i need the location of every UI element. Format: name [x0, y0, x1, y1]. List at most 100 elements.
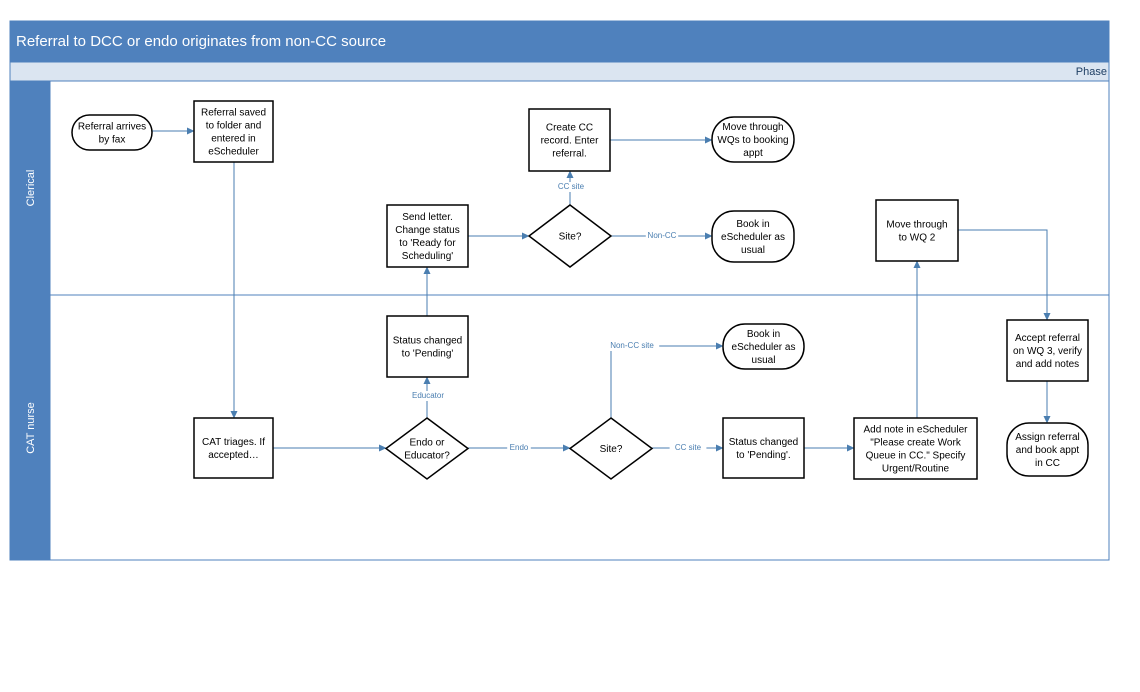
- node-text-line: eScheduler: [208, 147, 259, 158]
- process-box: [386, 204, 469, 268]
- node-process-n14: Add note in eScheduler "Please create Wor…: [853, 417, 978, 480]
- node-text-line: eScheduler as: [732, 342, 796, 353]
- node-text-line: Accept referral: [1015, 333, 1080, 344]
- node-text-line: Add note in eScheduler: [864, 425, 969, 436]
- node-text-line: by fax: [99, 135, 126, 146]
- node-process-n15: Move through to WQ 2: [875, 199, 959, 262]
- terminator-shape: [722, 323, 805, 370]
- connector-label-background: [507, 443, 531, 453]
- connector-label-background: [407, 391, 449, 401]
- lane-label-cat-nurse: CAT nurse: [25, 402, 37, 454]
- node-text-line: Change status: [395, 225, 460, 236]
- process-box: [875, 199, 959, 262]
- connector-label: CC site: [558, 182, 585, 191]
- node-decision-n11: Site?: [568, 417, 654, 480]
- connector-label: CC site: [675, 443, 702, 452]
- node-process-n8: Create CC record. Enter referral.: [528, 108, 611, 172]
- connector-label: Endo: [510, 443, 529, 452]
- node-text-line: Create CC: [546, 123, 593, 134]
- connector-label-background: [669, 443, 707, 453]
- node-process-n3: CAT triages. If accepted…: [193, 417, 274, 479]
- process-box: [528, 108, 611, 172]
- node-text-line: Educator?: [404, 451, 450, 462]
- node-text-line: to 'Ready for: [399, 238, 456, 249]
- node-text-line: to WQ 2: [899, 233, 936, 244]
- terminator-shape: [711, 210, 795, 263]
- node-text-line: and book appt: [1016, 445, 1080, 456]
- decision-diamond: [384, 417, 470, 480]
- process-box: [193, 417, 274, 479]
- node-text-line: Status changed: [393, 336, 463, 347]
- node-terminator-n17: Assign referral and book appt in CC: [1006, 422, 1089, 477]
- node-text-line: Site?: [559, 232, 582, 243]
- node-text-line: to 'Pending': [402, 349, 454, 360]
- node-text-line: Endo or: [409, 438, 445, 449]
- connector-n15-to-n16: [958, 229, 1051, 321]
- node-terminator-n10: Book in eScheduler as usual: [711, 210, 795, 263]
- node-text-line: Referral saved: [201, 108, 266, 119]
- node-text-line: Status changed: [729, 437, 799, 448]
- node-terminator-n12: Book in eScheduler as usual: [722, 323, 805, 370]
- terminator-shape: [711, 116, 795, 163]
- connector-label-background: [604, 341, 660, 351]
- decision-diamond: [568, 417, 654, 480]
- node-process-n13: Status changed to 'Pending'.: [722, 417, 805, 479]
- lane-label-band: [10, 81, 50, 560]
- node-text-line: entered in: [211, 134, 255, 145]
- node-process-n2: Referral saved to folder and entered in eSc…: [193, 100, 274, 163]
- connector-label-background: [552, 182, 590, 192]
- node-text-line: Assign referral: [1015, 432, 1079, 443]
- node-text-line: in CC: [1035, 458, 1060, 469]
- decision-diamond: [527, 204, 613, 268]
- node-process-n16: Accept referral on WQ 3, verify and add no…: [1006, 319, 1089, 382]
- node-text-line: Site?: [600, 444, 623, 455]
- phase-label: Phase: [1076, 66, 1107, 78]
- node-text-line: on WQ 3, verify: [1013, 346, 1082, 357]
- node-text-line: Book in: [747, 329, 780, 340]
- node-decision-n7: Site?: [527, 204, 613, 268]
- node-text-line: usual: [741, 245, 765, 256]
- node-text-line: eScheduler as: [721, 232, 785, 243]
- connector-label: Non-CC site: [610, 341, 654, 350]
- node-text-line: appt: [743, 148, 763, 159]
- node-text-line: Move through: [722, 122, 783, 133]
- terminator-shape: [71, 114, 153, 151]
- node-text-line: referral.: [552, 149, 586, 160]
- node-text-line: WQs to booking: [717, 135, 788, 146]
- process-box: [193, 100, 274, 163]
- connector-label: Educator: [412, 391, 444, 400]
- flow-nodes: Referral arrives by fax Referral saved to f…: [71, 100, 1089, 480]
- node-text-line: Queue in CC." Specify: [866, 451, 966, 462]
- title-bar: [10, 21, 1109, 62]
- node-text-line: and add notes: [1016, 359, 1079, 370]
- process-box: [853, 417, 978, 480]
- diagram-title: Referral to DCC or endo originates from …: [16, 33, 386, 50]
- process-box: [722, 417, 805, 479]
- node-text-line: accepted…: [208, 450, 259, 461]
- connectors: [152, 127, 1051, 452]
- phase-bar: [9, 61, 1110, 82]
- connector-label-background: [645, 231, 679, 241]
- node-text-line: Book in: [736, 219, 769, 230]
- node-text-line: CAT triages. If: [202, 437, 265, 448]
- terminator-shape: [1006, 422, 1089, 477]
- node-decision-n4: Endo or Educator?: [384, 417, 470, 480]
- node-text-line: "Please create Work: [870, 438, 962, 449]
- process-box: [1006, 319, 1089, 382]
- node-text-line: to 'Pending'.: [736, 450, 790, 461]
- node-text-line: record. Enter: [541, 136, 599, 147]
- node-text-line: Urgent/Routine: [882, 464, 950, 475]
- node-text-line: Send letter.: [402, 212, 453, 223]
- node-process-n5: Status changed to 'Pending': [386, 315, 469, 378]
- node-text-line: to folder and: [206, 121, 262, 132]
- connector-label: Non-CC: [648, 231, 677, 240]
- node-text-line: Move through: [886, 220, 947, 231]
- node-terminator-n1: Referral arrives by fax: [71, 114, 153, 151]
- node-text-line: Referral arrives: [78, 122, 146, 133]
- lane-label-clerical: Clerical: [25, 170, 37, 207]
- node-text-line: usual: [752, 355, 776, 366]
